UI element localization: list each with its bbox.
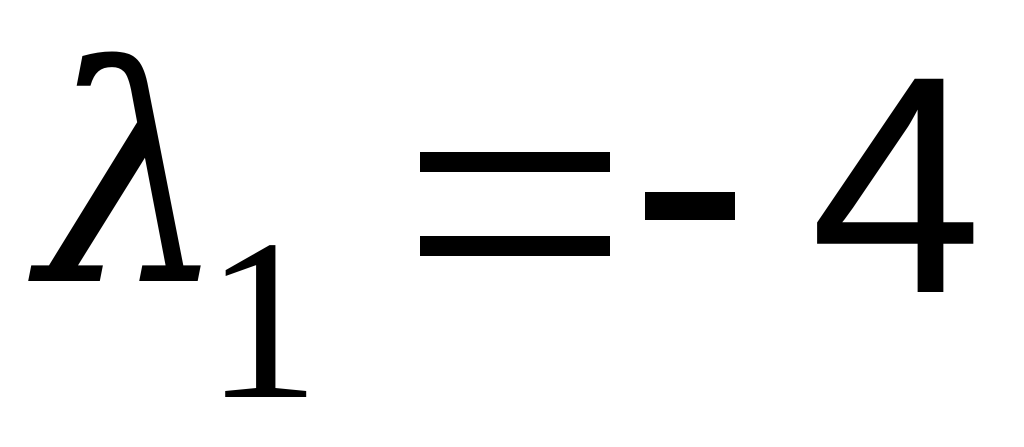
minus-sign-text: - [645,192,646,193]
equals-sign: = [420,152,610,256]
equals-bar-bottom [420,236,610,256]
subscript-index: 1 [205,192,320,447]
value-digit: 4 [810,11,983,358]
equals-bar-top [420,152,610,172]
minus-sign: - [645,192,735,220]
lambda-symbol: λ [38,3,229,352]
